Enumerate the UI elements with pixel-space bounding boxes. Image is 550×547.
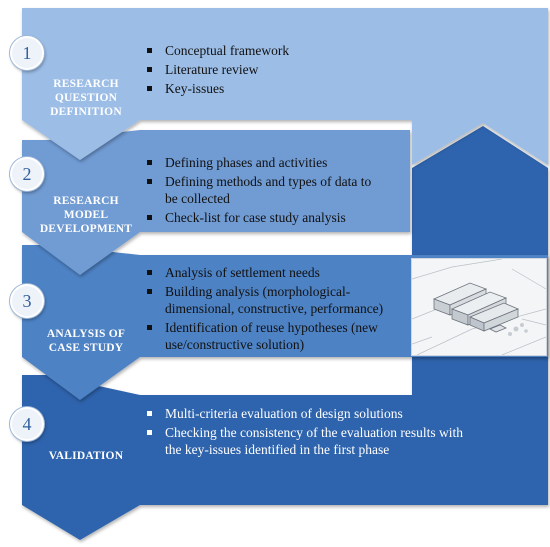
phase-3-title-line: CASE STUDY xyxy=(48,342,124,354)
phase-2-chevron xyxy=(22,130,410,275)
list-item: Identification of reuse hypotheses (new … xyxy=(145,319,407,353)
list-item: Multi-criteria evaluation of design solu… xyxy=(145,405,475,422)
phase-3-title: ANALYSIS OF CASE STUDY xyxy=(28,327,144,355)
phase-1-items: Conceptual framework Literature review K… xyxy=(145,42,405,99)
list-item: Analysis of settlement needs xyxy=(145,264,407,281)
phase-4-title: VALIDATION xyxy=(30,449,142,463)
list-item: Literature review xyxy=(145,61,405,78)
site-plan-image xyxy=(411,258,547,356)
phase-4-title-line: VALIDATION xyxy=(48,450,124,462)
phase-number-1: 1 xyxy=(10,36,44,70)
phase-1-title-line: RESEARCH xyxy=(53,78,119,90)
phase-1-title: RESEARCH QUESTION DEFINITION xyxy=(30,77,142,119)
phase-2-title-line: MODEL xyxy=(63,209,109,221)
phase-2-items: Defining phases and activities Defining … xyxy=(145,154,385,228)
phase-1-title-line: QUESTION xyxy=(54,92,118,104)
list-item: Check-list for case study analysis xyxy=(145,209,385,226)
phase-4-chevron xyxy=(22,126,548,540)
list-item: Checking the consistency of the evaluati… xyxy=(145,424,475,458)
phase-3-items: Analysis of settlement needs Building an… xyxy=(145,264,407,355)
phase-2-title-line: DEVELOPMENT xyxy=(39,223,133,235)
phase-1-title-line: DEFINITION xyxy=(50,106,122,118)
phase-1-chevron xyxy=(22,8,548,165)
list-item: Conceptual framework xyxy=(145,42,405,59)
phase-number-2: 2 xyxy=(10,157,44,191)
list-item: Defining phases and activities xyxy=(145,154,385,171)
site-plan-axonometric-icon xyxy=(412,259,546,355)
list-item: Defining methods and types of data to be… xyxy=(145,173,385,207)
list-item: Key-issues xyxy=(145,80,405,97)
phase-3-title-line: ANALYSIS OF xyxy=(46,328,126,340)
phase-2-title-line: RESEARCH xyxy=(53,195,119,207)
phase-number-4: 4 xyxy=(10,407,44,441)
list-item: Building analysis (morphological-dimensi… xyxy=(145,283,407,317)
phase-4-items: Multi-criteria evaluation of design solu… xyxy=(145,405,475,460)
phase-number-3: 3 xyxy=(10,284,44,318)
phase-2-title: RESEARCH MODEL DEVELOPMENT xyxy=(30,194,142,236)
